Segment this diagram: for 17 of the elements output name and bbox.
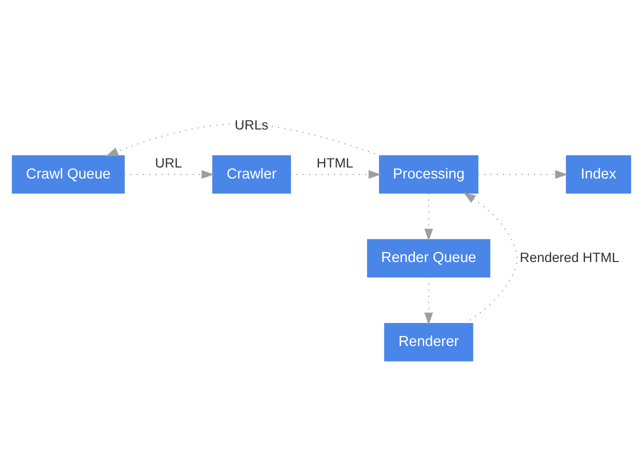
node-box: Render Queue (367, 239, 490, 278)
node-box: Renderer (384, 323, 474, 362)
arrow (424, 193, 434, 242)
edge-label: URL (155, 156, 182, 171)
node-box: Index (566, 155, 632, 194)
arrow (424, 277, 434, 326)
arrow (290, 170, 382, 179)
edge-label: URLs (234, 117, 268, 132)
arrow (478, 170, 568, 179)
arrow (124, 170, 214, 179)
arrow (106, 123, 381, 156)
edge-label: Rendered HTML (520, 250, 620, 265)
node-box: Processing (378, 155, 478, 194)
node-box: Crawler (212, 155, 291, 194)
edge-label: HTML (316, 156, 354, 171)
node-box: Crawl Queue (12, 155, 125, 194)
arrow (463, 192, 518, 324)
